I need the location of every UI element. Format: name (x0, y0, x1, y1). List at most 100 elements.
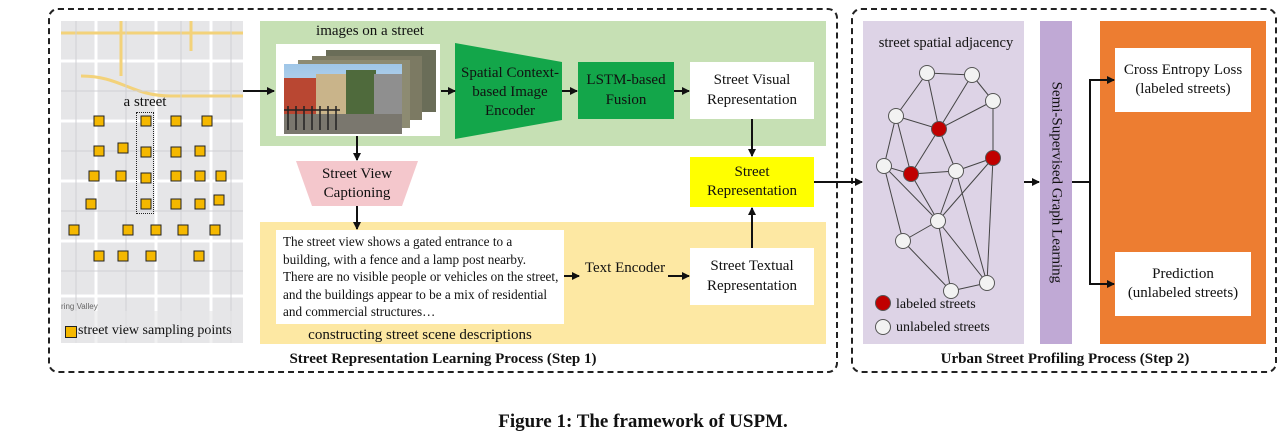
labeled-street-node (985, 150, 1001, 166)
sampling-point (122, 224, 134, 236)
lstm-fusion-box: LSTM-based Fusion (578, 62, 674, 119)
sampling-point (213, 194, 225, 206)
sampling-point (170, 115, 182, 127)
sampling-point (170, 170, 182, 182)
graph-edge (938, 74, 973, 130)
graph-edge (883, 115, 897, 167)
spatial-encoder-label: Spatial Context-based Image Encoder (461, 65, 559, 119)
sampling-point (194, 170, 206, 182)
graph-edge (902, 240, 952, 292)
captioning-label: Street View Captioning (321, 166, 393, 201)
street-graph (875, 65, 1001, 335)
loss-box: Cross Entropy Loss (labeled streets) (1115, 48, 1251, 112)
sampling-point (93, 145, 105, 157)
unlabeled-street-node (888, 108, 904, 124)
street-dotted-outline (136, 112, 154, 214)
sampling-point (209, 224, 221, 236)
graph-edge (883, 165, 939, 222)
graph-edge (986, 157, 994, 284)
map-panel (61, 21, 243, 343)
street-label: a street (123, 94, 167, 110)
unlabeled-street-node (948, 163, 964, 179)
map-legend-label: street view sampling points (78, 323, 232, 338)
map-drawing (61, 21, 243, 343)
unlabeled-street-node (930, 213, 946, 229)
figure-caption: Figure 1: The framework of USPM. (498, 411, 788, 432)
unlabeled-street-node (919, 65, 935, 81)
images-label: images on a street (316, 23, 424, 39)
legend-unlabeled: unlabeled streets (896, 320, 990, 335)
sampling-point (194, 145, 206, 157)
graph-edge (883, 165, 904, 242)
arrow-split-to-prediction (1089, 182, 1115, 288)
sampling-point (117, 250, 129, 262)
arrow-split-to-loss (1089, 76, 1115, 182)
sampling-point (117, 142, 129, 154)
sampling-point (140, 115, 152, 127)
sampling-point (88, 170, 100, 182)
legend-unlabeled-icon (875, 319, 891, 335)
sampling-point (194, 198, 206, 210)
street-representation-label: Street Representation (707, 164, 797, 199)
graph-edge (937, 157, 994, 222)
sampling-point (140, 198, 152, 210)
step2-frame (851, 8, 1277, 373)
sampling-point (201, 115, 213, 127)
graph-edge (955, 170, 988, 284)
unlabeled-street-node (943, 283, 959, 299)
adjacency-label: street spatial adjacency (878, 35, 1014, 51)
spatial-encoder-shape (455, 43, 562, 139)
graph-edge (910, 128, 940, 175)
sampling-point (170, 146, 182, 158)
description-text: The street view shows a gated entrance t… (283, 234, 559, 320)
graph-edge (937, 220, 952, 292)
step2-title: Urban Street Profiling Process (Step 2) (940, 351, 1190, 367)
sampling-point (170, 198, 182, 210)
unlabeled-street-node (979, 275, 995, 291)
graph-edge (910, 173, 939, 222)
ssgl-bar (1040, 21, 1072, 344)
sampling-point (145, 250, 157, 262)
graph-edge (895, 72, 928, 117)
street-view-photos (284, 50, 436, 134)
description-box (276, 230, 564, 324)
description-label: constructing street scene descriptions (308, 327, 532, 343)
sampling-point (177, 224, 189, 236)
street-representation-box (690, 157, 814, 207)
graph-edge (926, 72, 940, 130)
graph-edge (937, 220, 988, 284)
labeled-street-node (903, 166, 919, 182)
graph-edge (895, 115, 912, 175)
sampling-point (193, 250, 205, 262)
textual-representation-box: Street Textual Representation (690, 248, 814, 305)
unlabeled-street-node (985, 93, 1001, 109)
sampling-point (93, 115, 105, 127)
sampling-point (115, 170, 127, 182)
graph-edge (937, 170, 957, 222)
map-corner-text: ring Valley (61, 302, 98, 311)
step1-frame (48, 8, 838, 373)
sampling-point (93, 250, 105, 262)
unlabeled-street-node (964, 67, 980, 83)
sampling-point (68, 224, 80, 236)
sampling-point (150, 224, 162, 236)
step1-title: Street Representation Learning Process (… (289, 351, 597, 367)
captioning-shape (296, 161, 418, 206)
unlabeled-street-node (876, 158, 892, 174)
legend-labeled-icon (875, 295, 891, 311)
legend-square-icon (65, 326, 77, 338)
text-encoder-label: Text Encoder (584, 260, 666, 276)
sampling-point (215, 170, 227, 182)
graph-edge (938, 100, 994, 130)
unlabeled-street-node (895, 233, 911, 249)
sampling-point (140, 146, 152, 158)
sampling-point (85, 198, 97, 210)
labeled-street-node (931, 121, 947, 137)
prediction-box: Prediction (unlabeled streets) (1115, 252, 1251, 316)
legend-labeled: labeled streets (896, 297, 976, 312)
visual-representation-box: Street Visual Representation (690, 62, 814, 119)
sampling-point (140, 172, 152, 184)
